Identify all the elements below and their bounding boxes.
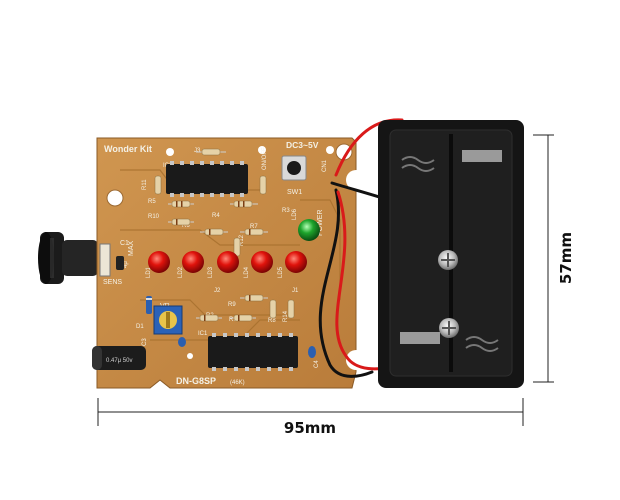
diode-label: D1 (136, 324, 144, 330)
ic-label: IC1 (198, 331, 208, 337)
resistor-label: R7 (250, 224, 258, 230)
led-label: LD3 (208, 266, 214, 278)
resistor-label: R10 (148, 214, 160, 220)
resistor-label: R9 (228, 302, 236, 308)
model-suffix-label: (46K) (230, 380, 245, 386)
coil-inductor (38, 232, 98, 284)
diode (146, 296, 152, 314)
led-label: LD5 (278, 266, 284, 278)
sens-label: SENS (103, 279, 122, 286)
resistor-label: R14 (283, 310, 289, 322)
red-led (285, 251, 307, 273)
brand-label: Wonder Kit (104, 144, 152, 154)
green-power-led (298, 219, 320, 241)
max-label: MAX (128, 241, 135, 257)
resistor-label: R1 (229, 317, 237, 323)
ceramic-capacitors (178, 337, 316, 359)
red-led (182, 251, 204, 273)
power-led-label: POWER (317, 210, 324, 236)
switch-ref: SW1 (287, 189, 302, 196)
battery-holder (378, 120, 524, 388)
height-dimension-label: 57mm (557, 231, 575, 285)
cap-label: C3 (142, 338, 148, 346)
cap-label: C4 (314, 360, 320, 368)
resistor-label: R3 (282, 208, 290, 214)
resistor-label: R4 (212, 213, 220, 219)
led-label: LD2 (178, 266, 184, 278)
cap-label: C1 (120, 240, 129, 247)
led-label: LD6 (292, 208, 298, 220)
power-jack-label: DC3~5V (286, 140, 319, 150)
jumper-label: J3 (194, 148, 201, 154)
model-label: DN-G8SP (176, 376, 216, 386)
resistors (154, 148, 295, 322)
resistor-label: R12 (239, 234, 245, 246)
c1-capacitor (116, 256, 124, 270)
dimension-lines (97, 134, 554, 426)
push-switch (281, 155, 307, 181)
red-led (217, 251, 239, 273)
led-label: LD1 (146, 266, 152, 278)
red-led (251, 251, 273, 273)
width-dimension-label: 95mm (283, 419, 337, 437)
ic-chips (166, 161, 298, 371)
jumper-label: J1 (292, 288, 299, 294)
con-label: CN1 (322, 159, 328, 172)
red-led (148, 251, 170, 273)
jumper-label: J2 (214, 288, 221, 294)
led-label: LD4 (244, 266, 250, 278)
trimmer-potentiometer (153, 305, 183, 335)
resistor-label: R8 (268, 318, 276, 324)
resistor-label: R5 (148, 199, 156, 205)
resistor-label: R6 (182, 223, 190, 229)
led-array (148, 219, 320, 273)
switch-label: ON/OFF (262, 147, 268, 170)
resistor-label: R11 (142, 179, 148, 190)
c1-value-label: 4μ (123, 261, 129, 268)
capacitor-text: 0.47μ 50v (106, 358, 132, 364)
electrolytic-capacitor: 0.47μ 50v (92, 346, 146, 370)
sens-connector (99, 243, 111, 277)
